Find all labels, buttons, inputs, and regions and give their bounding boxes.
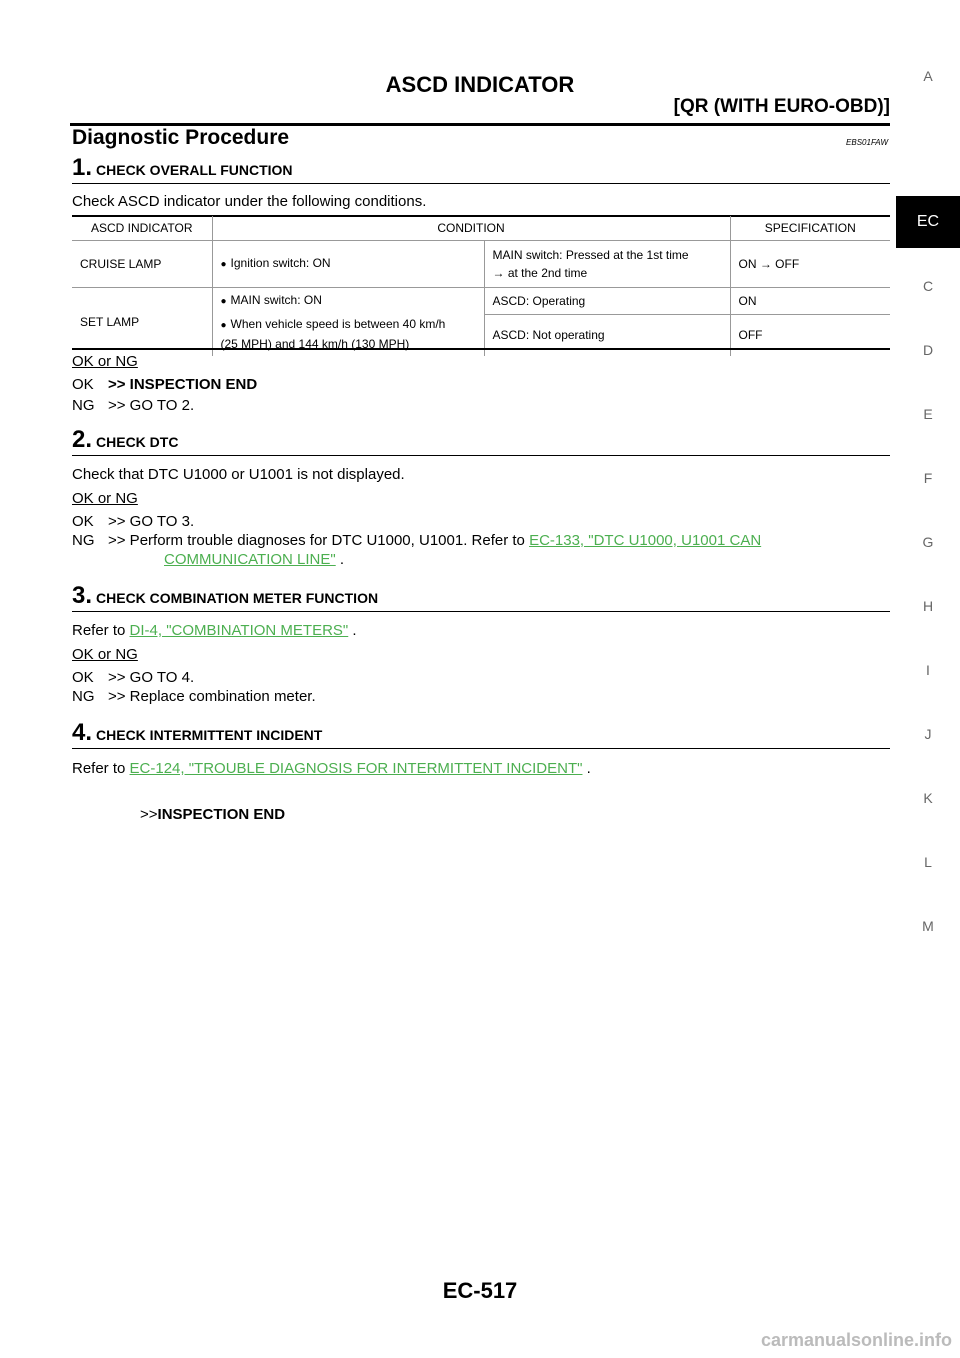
section-title: Diagnostic Procedure [72,126,290,149]
step-4-heading: 4.CHECK INTERMITTENT INCIDENT [72,719,322,747]
ng-result-continued: COMMUNICATION LINE" . [164,551,345,568]
step-title: CHECK DTC [96,434,179,450]
ok-ng-label: OK or NG [72,353,138,370]
step-number: 2. [72,426,93,453]
side-letter-e[interactable]: E [923,406,933,422]
step-title: CHECK INTERMITTENT INCIDENT [96,727,323,743]
step-number: 4. [72,719,93,746]
step-2-heading: 2.CHECK DTC [72,426,178,454]
step-number: 1. [72,154,93,181]
table-cell: ON [729,287,890,315]
table-cell: CRUISE LAMP [72,240,212,288]
combination-meters-link[interactable]: DI-4, "COMBINATION METERS" [129,622,349,639]
step-rule [72,748,890,749]
bullet-icon: ● [220,296,227,307]
ng-result: NG>> Replace combination meter. [72,688,316,705]
dtc-link-continued[interactable]: COMMUNICATION LINE" [164,551,336,568]
table-header: SPECIFICATION [729,216,890,241]
dtc-link[interactable]: EC-133, "DTC U1000, U1001 CAN [529,532,762,549]
table-cell: ●Ignition switch: ON [211,240,484,288]
bullet-icon: ● [220,320,227,331]
table-row: SET LAMP ●MAIN switch: ON ●When vehicle … [72,287,890,356]
table-header: ASCD INDICATOR [72,216,212,241]
page-subtitle: [QR (WITH EURO-OBD)] [673,96,890,117]
ok-ng-label: OK or NG [72,490,138,507]
side-letter-h[interactable]: H [922,598,934,614]
side-letter-ec[interactable]: EC [896,196,960,248]
step-rule [72,611,890,612]
bullet-icon: ● [220,259,227,270]
step-2-text: Check that DTC U1000 or U1001 is not dis… [72,466,405,483]
side-letter-i[interactable]: I [926,662,930,678]
page-number: EC-517 [442,1278,518,1303]
table-header: CONDITION [211,216,730,241]
end-result: >>INSPECTION END [140,806,286,823]
step-1-heading: 1.CHECK OVERALL FUNCTION [72,154,293,182]
watermark: carmanualsonline.info [760,1330,952,1350]
table-cell: ON → OFF [729,240,890,288]
table-cell: MAIN switch: Pressed at the 1st time→ at… [483,240,730,288]
side-letter-k[interactable]: K [923,790,933,806]
side-letter-c[interactable]: C [922,278,934,294]
step-title: CHECK OVERALL FUNCTION [96,162,293,178]
ok-result: OK>> GO TO 3. [72,513,195,530]
step-3-heading: 3.CHECK COMBINATION METER FUNCTION [72,582,378,610]
ok-result: OK>> INSPECTION END [72,376,258,393]
ok-result: OK>> GO TO 4. [72,669,195,686]
ng-result: NG>> Perform trouble diagnoses for DTC U… [72,532,762,549]
table-cell: ASCD: Operating [483,287,730,315]
table-row: CRUISE LAMP ●Ignition switch: ON MAIN sw… [72,240,890,288]
step-rule [72,183,890,184]
table-cell: SET LAMP [80,315,140,329]
page-title: ASCD INDICATOR [385,72,575,97]
table-row: ASCD: Not operating OFF [72,314,890,356]
section-code: EBS01FAW [846,138,888,147]
side-letter-l[interactable]: L [924,854,932,870]
side-letter-d[interactable]: D [922,342,934,358]
step-rule [72,455,890,456]
step-3-text: Refer to DI-4, "COMBINATION METERS" . [72,622,357,639]
intermittent-incident-link[interactable]: EC-124, "TROUBLE DIAGNOSIS FOR INTERMITT… [129,760,583,777]
ascd-indicator-table: ASCD INDICATOR CONDITION SPECIFICATION C… [72,216,890,356]
side-index: A EC C D E F G H I J K L M [896,0,960,1358]
ok-ng-label: OK or NG [72,646,138,663]
ng-result: NG>> GO TO 2. [72,397,195,414]
step-1-text: Check ASCD indicator under the following… [72,193,427,210]
step-4-text: Refer to EC-124, "TROUBLE DIAGNOSIS FOR … [72,760,591,777]
table-cell: ●MAIN switch: ON ●When vehicle speed is … [211,287,484,356]
table-bottom-rule [72,348,890,350]
side-letter-g[interactable]: G [922,534,934,550]
step-title: CHECK COMBINATION METER FUNCTION [96,590,379,606]
side-letter-f[interactable]: F [923,470,933,486]
step-number: 3. [72,582,93,609]
side-letter-j[interactable]: J [924,726,932,742]
side-letter-m[interactable]: M [922,918,934,934]
side-letter-a[interactable]: A [923,68,933,84]
header-rule [70,123,890,126]
